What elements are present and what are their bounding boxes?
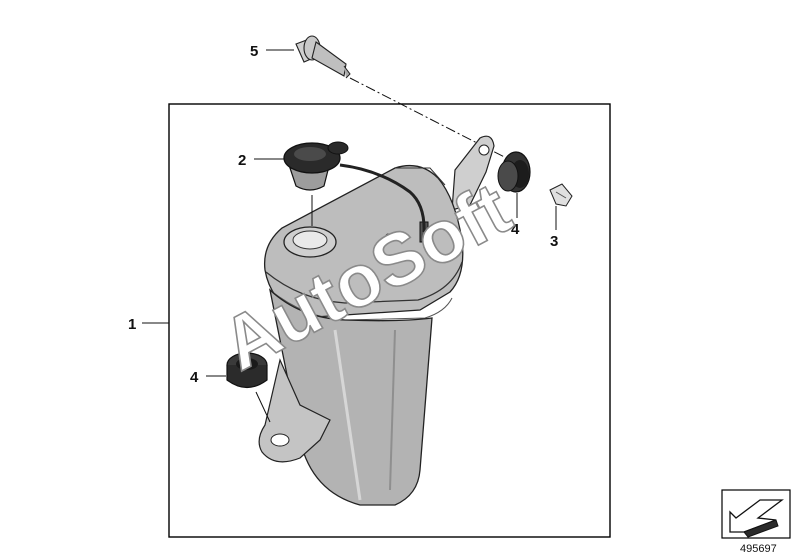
assembly-frame	[168, 103, 611, 538]
grommet-left-guide-line	[255, 391, 271, 423]
mounting-bolt	[295, 35, 351, 79]
grommet-left	[226, 352, 268, 389]
vent-hose	[339, 163, 426, 233]
reference-number: 495697	[740, 543, 777, 555]
callout-5: 5	[250, 43, 258, 60]
spring-clip	[549, 183, 573, 207]
grommet-right	[497, 151, 531, 193]
bolt-axis-line	[349, 77, 521, 166]
callout-3: 3	[550, 233, 558, 250]
corner-badge	[721, 489, 791, 539]
callout-4-right: 4	[511, 221, 520, 238]
expansion-tank	[258, 135, 495, 506]
arrow-icon	[729, 499, 784, 538]
callout-1: 1	[128, 316, 136, 333]
callout-2: 2	[238, 152, 246, 169]
filler-cap	[283, 141, 349, 191]
callout-4-left: 4	[190, 369, 199, 386]
